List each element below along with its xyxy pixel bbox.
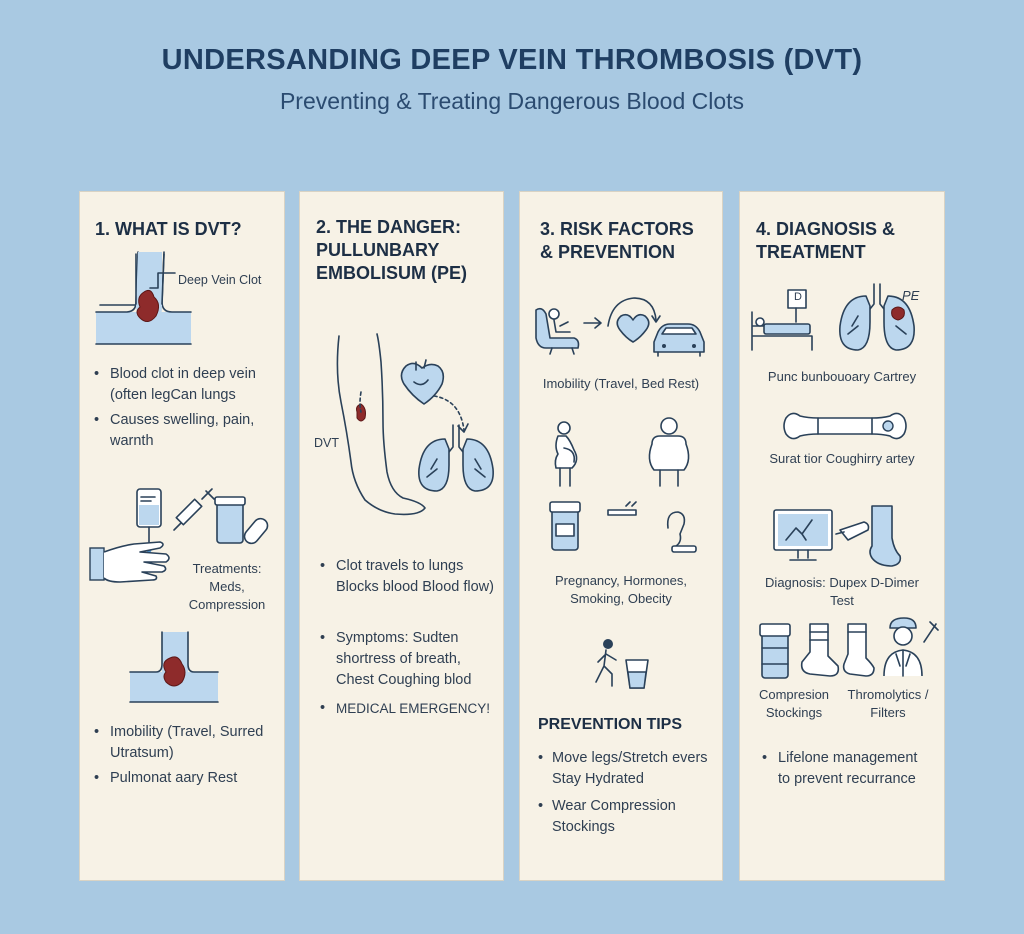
panel-heading: 4. DIAGNOSIS & TREATMENT: [756, 219, 896, 262]
medication-bottle-icon: [759, 623, 791, 679]
diagnosis-label: Diagnosis: Dupex D-Dimer Test: [765, 575, 919, 608]
compression-sock-icon: [800, 623, 840, 677]
walking-person-icon: [595, 639, 617, 687]
bullet-text-4: Pulmonat aary Rest: [110, 770, 238, 786]
bullet-text-1: Blood clot in deep vein (often legCan lu…: [110, 366, 256, 403]
bullet-dot: •: [320, 700, 326, 716]
doctor-icon: [883, 617, 939, 677]
probe-on-leg-icon: [835, 505, 902, 567]
bullet-dot: •: [320, 630, 326, 646]
artery-icon: [783, 412, 907, 440]
panel-heading: 1. WHAT IS DVT?: [95, 219, 242, 239]
chart-d-label: D: [794, 291, 802, 303]
pe-label: PE: [902, 288, 920, 303]
panel-what-is-dvt: 1. WHAT IS DVT? Deep Vein Clot • Blood c…: [80, 192, 284, 880]
bullet-dot: •: [762, 750, 768, 766]
ultrasound-screen-icon: [773, 509, 833, 561]
car-icon: [653, 323, 705, 357]
syringe-icon: [173, 488, 215, 531]
deep-vein-clot-label: Deep Vein Clot: [178, 273, 262, 287]
heart-outline-icon: [607, 297, 661, 343]
hand-icon: [89, 541, 170, 583]
vein-clot-icon-small: [129, 631, 219, 703]
bullet-text-2: Causes swelling, pain, warnth: [110, 412, 255, 449]
panel-heading: 2. THE DANGER: PULLUNBARY EMBOLISUM (PE): [316, 217, 467, 283]
bullet-dot: •: [94, 412, 100, 428]
arrow-icon: [583, 317, 602, 329]
smoker-icon: [666, 511, 697, 553]
panel-risk-factors: 3. RISK FACTORS & PREVENTION Imobility (…: [520, 192, 722, 880]
tip-text-1: Move legs/Stretch evers Stay Hydrated: [552, 750, 708, 787]
leg-icon: [336, 333, 426, 516]
cigarette-icon: [607, 501, 637, 516]
thrombolytics-label: Thromolytics / Filters: [847, 687, 929, 720]
bullet-dot: •: [94, 724, 100, 740]
risk-factors-label: Pregnancy, Hormones, Smoking, Obecity: [555, 573, 687, 606]
seat-passenger-icon: [535, 307, 580, 355]
bullet-dot: •: [94, 366, 100, 382]
pregnant-woman-icon: [554, 421, 578, 487]
dvt-label: DVT: [314, 436, 339, 450]
hormone-bottle-icon: [549, 501, 581, 551]
treatments-label: Treatments: Meds, Compression: [188, 561, 266, 612]
obese-person-icon: [648, 417, 690, 487]
callout-line: [149, 272, 176, 289]
panel-the-danger: 2. THE DANGER: PULLUNBARY EMBOLISUM (PE)…: [300, 192, 503, 880]
water-glass-icon: [625, 659, 649, 689]
bullet-dot: •: [538, 750, 544, 766]
lungs-icon: [418, 424, 494, 492]
panel-heading: 3. RISK FACTORS & PREVENTION: [540, 219, 694, 262]
iv-bag-icon: [136, 488, 162, 553]
diagram-label-a: Punc bunbouoary Cartrey: [767, 369, 917, 384]
tip-text-2: Wear Compression Stockings: [552, 798, 676, 835]
bullet-text-2: Symptoms: Sudten shortress of breath, Ch…: [336, 630, 472, 688]
heart-icon: [400, 359, 445, 405]
lungs-pe-icon: [839, 283, 915, 351]
page-subtitle: Preventing & Treating Dangerous Blood Cl…: [279, 88, 745, 114]
bullet-text-3: Imobility (Travel, Surred Utratsum): [110, 724, 264, 761]
vein-clot-icon: [95, 251, 192, 345]
bullet-dot: •: [320, 558, 326, 574]
bullet-dot: •: [538, 798, 544, 814]
diagram-label-b: Surat tior Coughirry artey: [769, 451, 915, 466]
hospital-bed-icon: [751, 289, 813, 351]
panel-diagnosis-treatment: 4. DIAGNOSIS & TREATMENT D PE Punc bunbo…: [740, 192, 944, 880]
stockings-label: Compresion Stockings: [758, 687, 830, 720]
compression-sock-icon-2: [842, 623, 875, 677]
bullet-text-3: MEDICAL EMERGENCY!: [336, 701, 491, 716]
pills-icon: [214, 496, 269, 545]
immobility-label: Imobility (Travel, Bed Rest): [542, 376, 700, 391]
bullet-text-1: Clot travels to lungs Blocks blood Blood…: [336, 558, 494, 595]
prevention-tips-heading: PREVENTION TIPS: [538, 716, 683, 733]
flow-arrow-icon: [433, 395, 469, 433]
bullet-dot: •: [94, 770, 100, 786]
page-title: UNDERSANDING DEEP VEIN THROMBOSIS (DVT): [161, 44, 863, 76]
bullet-text-1: Lifelone management to prevent recurranc…: [778, 750, 918, 787]
